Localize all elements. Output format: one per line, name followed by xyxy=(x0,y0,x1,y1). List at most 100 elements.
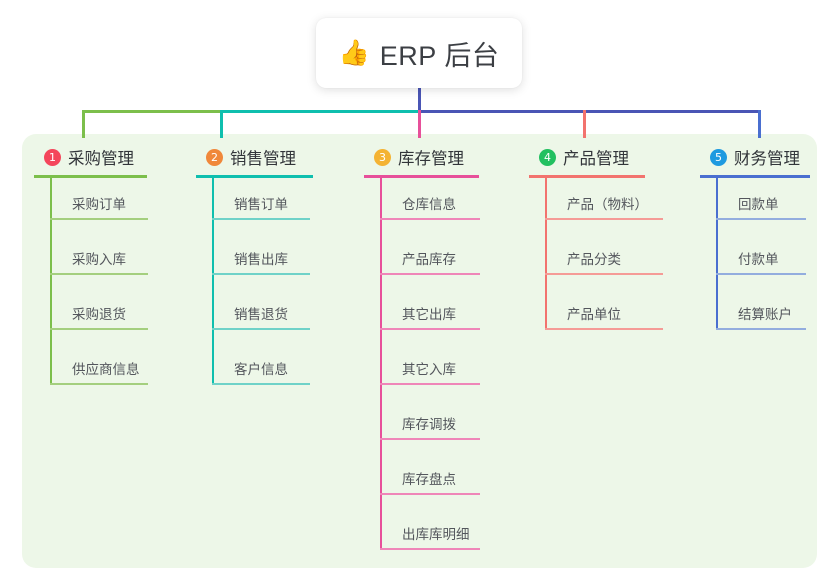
branch-item-label: 采购退货 xyxy=(72,307,126,322)
branch-item-label: 库存盘点 xyxy=(402,472,456,487)
branches-panel xyxy=(22,134,817,568)
branch-item-rule xyxy=(545,218,663,220)
branch-item-label: 付款单 xyxy=(738,252,779,267)
drop-sales xyxy=(220,110,223,138)
branch-column-purchase: 1 采购管理采购订单采购入库采购退货供应商信息 xyxy=(34,144,148,385)
branch-header-rule xyxy=(529,175,645,178)
branch-column-finance: 5 财务管理回款单付款单结算账户 xyxy=(700,144,810,330)
branch-item-rule xyxy=(212,383,310,385)
branch-number-badge: 1 xyxy=(44,148,61,166)
branch-item-label: 销售出库 xyxy=(234,252,288,267)
branch-item-rule xyxy=(380,548,480,550)
branch-item[interactable]: 客户信息 xyxy=(212,345,310,385)
drop-inventory xyxy=(418,110,421,138)
branch-item-label: 其它入库 xyxy=(402,362,456,377)
branch-item[interactable]: 销售退货 xyxy=(212,290,310,330)
branch-title: 采购管理 xyxy=(68,150,134,168)
branch-item-label: 销售订单 xyxy=(234,197,288,212)
branch-header-rule xyxy=(364,175,479,178)
branch-item[interactable]: 其它出库 xyxy=(380,290,480,330)
branch-spine xyxy=(380,178,382,550)
branch-spine xyxy=(212,178,214,385)
branch-item[interactable]: 库存盘点 xyxy=(380,455,480,495)
branch-item-label: 客户信息 xyxy=(234,362,288,377)
branch-item[interactable]: 采购订单 xyxy=(50,180,148,220)
drop-product xyxy=(583,110,586,138)
branch-item-rule xyxy=(380,438,480,440)
branch-header-rule xyxy=(700,175,810,178)
branch-column-sales: 2 销售管理销售订单销售出库销售退货客户信息 xyxy=(196,144,313,385)
branch-header-finance[interactable]: 5 财务管理 xyxy=(700,144,810,170)
branch-spine xyxy=(545,178,547,330)
branch-number-badge: 2 xyxy=(206,148,223,166)
root-title: ERP 后台 xyxy=(379,40,500,71)
branch-item-label: 出库库明细 xyxy=(402,527,470,542)
branch-item-rule xyxy=(716,273,806,275)
branch-item-rule xyxy=(380,218,480,220)
branch-header-rule xyxy=(34,175,147,178)
branch-item[interactable]: 产品（物料） xyxy=(545,180,663,220)
branch-number-badge: 5 xyxy=(710,148,727,166)
branch-item[interactable]: 销售订单 xyxy=(212,180,310,220)
branch-item-label: 产品库存 xyxy=(402,252,456,267)
root-node[interactable]: 👍 ERP 后台 xyxy=(316,18,522,88)
branch-item-label: 仓库信息 xyxy=(402,197,456,212)
branch-item[interactable]: 其它入库 xyxy=(380,345,480,385)
branch-item-rule xyxy=(50,273,148,275)
branch-item[interactable]: 出库库明细 xyxy=(380,510,480,550)
drop-finance xyxy=(758,110,761,138)
bus-segment-blue xyxy=(418,110,760,113)
branch-item[interactable]: 付款单 xyxy=(716,235,806,275)
branch-item-rule xyxy=(380,273,480,275)
branch-spine xyxy=(716,178,718,330)
branch-item-label: 产品分类 xyxy=(567,252,621,267)
root-trunk-connector xyxy=(418,86,421,112)
branch-header-product[interactable]: 4 产品管理 xyxy=(529,144,645,170)
drop-purchase xyxy=(82,110,85,138)
branch-item[interactable]: 产品分类 xyxy=(545,235,663,275)
branch-number-badge: 4 xyxy=(539,148,556,166)
branch-header-purchase[interactable]: 1 采购管理 xyxy=(34,144,147,170)
branch-item[interactable]: 结算账户 xyxy=(716,290,806,330)
branch-item[interactable]: 回款单 xyxy=(716,180,806,220)
branch-item-rule xyxy=(50,218,148,220)
branch-item[interactable]: 供应商信息 xyxy=(50,345,148,385)
bus-segment-green xyxy=(82,110,220,113)
branch-item[interactable]: 仓库信息 xyxy=(380,180,480,220)
branch-item[interactable]: 销售出库 xyxy=(212,235,310,275)
branch-item[interactable]: 产品单位 xyxy=(545,290,663,330)
branch-item-label: 销售退货 xyxy=(234,307,288,322)
branch-column-product: 4 产品管理产品（物料） 产品分类产品单位 xyxy=(529,144,663,330)
branch-item-label: 库存调拨 xyxy=(402,417,456,432)
branch-item-label: 供应商信息 xyxy=(72,362,140,377)
branch-item-rule xyxy=(212,218,310,220)
branch-title: 财务管理 xyxy=(734,150,800,168)
branch-item-rule xyxy=(212,328,310,330)
branch-item-label: 回款单 xyxy=(738,197,779,212)
branch-item-rule xyxy=(50,383,148,385)
branch-item-label: 结算账户 xyxy=(738,307,792,322)
branch-item-rule xyxy=(545,328,663,330)
branch-item-label: 采购入库 xyxy=(72,252,126,267)
branch-item[interactable]: 产品库存 xyxy=(380,235,480,275)
branch-item[interactable]: 库存调拨 xyxy=(380,400,480,440)
thumbs-up-icon: 👍 xyxy=(338,38,370,67)
branch-item-label: 产品（物料） xyxy=(567,197,648,212)
branch-item-rule xyxy=(716,218,806,220)
branch-item-label: 产品单位 xyxy=(567,307,621,322)
branch-number-badge: 3 xyxy=(374,148,391,166)
branch-item[interactable]: 采购退货 xyxy=(50,290,148,330)
branch-item-rule xyxy=(380,493,480,495)
branch-header-rule xyxy=(196,175,313,178)
branch-item-rule xyxy=(212,273,310,275)
branch-item[interactable]: 采购入库 xyxy=(50,235,148,275)
branch-header-sales[interactable]: 2 销售管理 xyxy=(196,144,313,170)
branch-item-label: 采购订单 xyxy=(72,197,126,212)
branch-item-label: 其它出库 xyxy=(402,307,456,322)
branch-title: 销售管理 xyxy=(230,150,296,168)
branch-title: 产品管理 xyxy=(563,150,629,168)
bus-segment-teal xyxy=(220,110,418,113)
